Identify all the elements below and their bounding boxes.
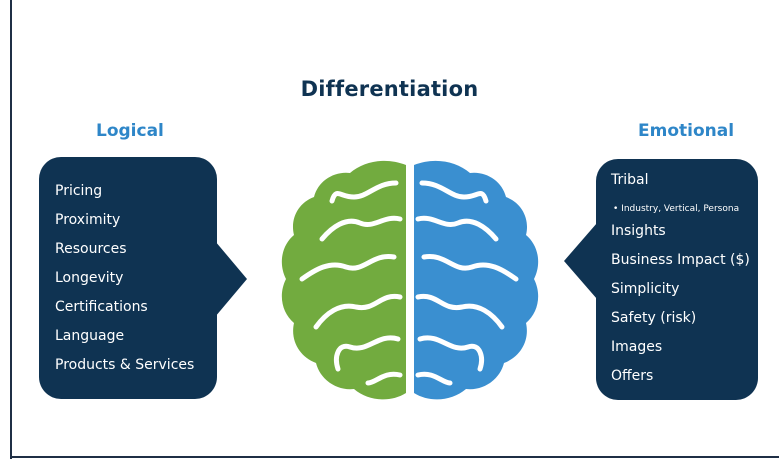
logical-list: Pricing Proximity Resources Longevity Ce… <box>55 180 194 383</box>
logical-item-products-services: Products & Services <box>55 357 195 373</box>
emotional-item-business-impact: Business Impact ($) <box>611 252 750 268</box>
emotional-item-tribal: Tribal <box>611 172 649 188</box>
logical-callout-box <box>39 157 247 399</box>
emotional-item-offers: Offers <box>611 368 654 384</box>
logical-item-longevity: Longevity <box>55 270 124 286</box>
emotional-item-safety: Safety (risk) <box>611 310 697 326</box>
emotional-list: Tribal • Industry, Vertical, Persona Ins… <box>611 169 750 394</box>
emotional-subitem-industry: • Industry, Vertical, Persona <box>613 204 740 214</box>
emotional-item-insights: Insights <box>611 223 666 239</box>
emotional-heading: Emotional <box>638 121 735 141</box>
logical-item-language: Language <box>55 328 125 344</box>
logical-item-certifications: Certifications <box>55 299 148 315</box>
logical-item-resources: Resources <box>55 241 127 257</box>
emotional-item-simplicity: Simplicity <box>611 281 680 297</box>
logical-item-pricing: Pricing <box>55 183 103 199</box>
brain-icon <box>281 160 539 400</box>
logical-item-proximity: Proximity <box>55 212 121 228</box>
emotional-item-images: Images <box>611 339 663 355</box>
slide-title: Differentiation <box>300 77 479 101</box>
emotional-callout-box <box>564 159 758 400</box>
brain-right-hemisphere <box>414 160 539 400</box>
slide-border-bottom <box>10 456 779 458</box>
slide-border-left <box>10 0 12 459</box>
logical-heading: Logical <box>96 121 164 141</box>
